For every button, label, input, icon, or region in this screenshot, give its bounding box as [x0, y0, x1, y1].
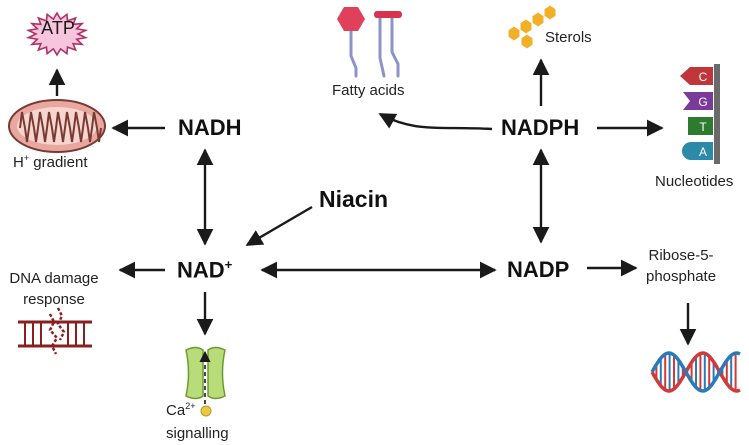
- sterol-ring: [531, 11, 545, 28]
- node-nadp: NADP: [507, 257, 570, 282]
- helix-strand-b: [650, 351, 741, 393]
- ribose-line-2: phosphate: [646, 268, 717, 285]
- nucleotide-tag-g: [683, 92, 713, 110]
- nucleotides-icon: C G T A: [680, 64, 720, 164]
- channel-right-half: [207, 346, 226, 400]
- nucleotide-pole: [714, 64, 720, 164]
- calcium-label: Ca2+: [166, 401, 195, 419]
- dna-damage-icon: [18, 307, 92, 355]
- fatty-acid-bar-head: [374, 11, 402, 18]
- calcium-channel-icon: [185, 346, 226, 417]
- arrow-nadph-to-fatty-acids: [378, 112, 493, 131]
- nucleotide-label-t: T: [699, 120, 707, 134]
- calcium-text: Ca: [166, 402, 186, 419]
- signalling-label: signalling: [166, 425, 229, 442]
- sterol-ring: [519, 18, 533, 35]
- node-nadph: NADPH: [501, 115, 580, 140]
- dna-damage-line-2: response: [23, 291, 85, 308]
- sterols-icon: [507, 4, 557, 50]
- fatty-acid-hexagon-head: [337, 7, 365, 31]
- dna-helix-icon: [650, 351, 741, 393]
- arrow-niacin-to-nad: [245, 205, 313, 247]
- nucleotide-label-a: A: [699, 145, 707, 159]
- node-nad-plus: NAD+: [177, 257, 232, 283]
- sterol-ring: [520, 33, 534, 50]
- nucleotide-label-c: C: [699, 70, 708, 84]
- dna-damage-response-label: DNA damage response: [0, 268, 108, 310]
- h-ion-charge: +: [23, 153, 30, 163]
- mitochondrion-icon: [8, 99, 106, 153]
- nucleotide-tag-c: [680, 67, 713, 85]
- ribose-line-1: Ribose-5-: [648, 247, 714, 264]
- helix-strand-a: [650, 351, 741, 393]
- calcium-ion: [200, 405, 212, 417]
- dna-damage-line-1: DNA damage: [9, 270, 99, 287]
- nucleotide-label-g: G: [698, 95, 707, 109]
- channel-left-half: [185, 346, 204, 400]
- fatty-acids-label: Fatty acids: [332, 82, 405, 99]
- sterol-ring: [507, 25, 521, 42]
- helix-rungs: [655, 353, 737, 391]
- atp-starburst-icon: [25, 11, 89, 57]
- arrows: [48, 58, 697, 346]
- nucleotide-tag-t: [688, 117, 713, 135]
- nucleotides-label: Nucleotides: [655, 173, 734, 190]
- fatty-acid-tails: [349, 16, 400, 78]
- atp-star-shape: [25, 11, 89, 57]
- nad-charge: +: [224, 257, 233, 272]
- atp-label: ATP: [41, 18, 75, 38]
- sterols-label: Sterols: [545, 29, 592, 46]
- sterol-ring: [543, 4, 557, 21]
- ribose-5-phosphate-label: Ribose-5- phosphate: [646, 245, 716, 287]
- nad-text: NAD: [177, 257, 225, 283]
- calcium-charge: 2+: [185, 401, 196, 411]
- node-niacin: Niacin: [319, 186, 389, 212]
- gradient-text: gradient: [29, 154, 88, 171]
- nucleotide-tag-a: [682, 142, 713, 160]
- mito-cristae: [19, 111, 102, 143]
- node-nadh: NADH: [178, 115, 242, 140]
- h-ion-text: H: [13, 154, 24, 171]
- h-gradient-label: H+ gradient: [13, 153, 87, 171]
- fatty-acids-icon: [337, 7, 402, 78]
